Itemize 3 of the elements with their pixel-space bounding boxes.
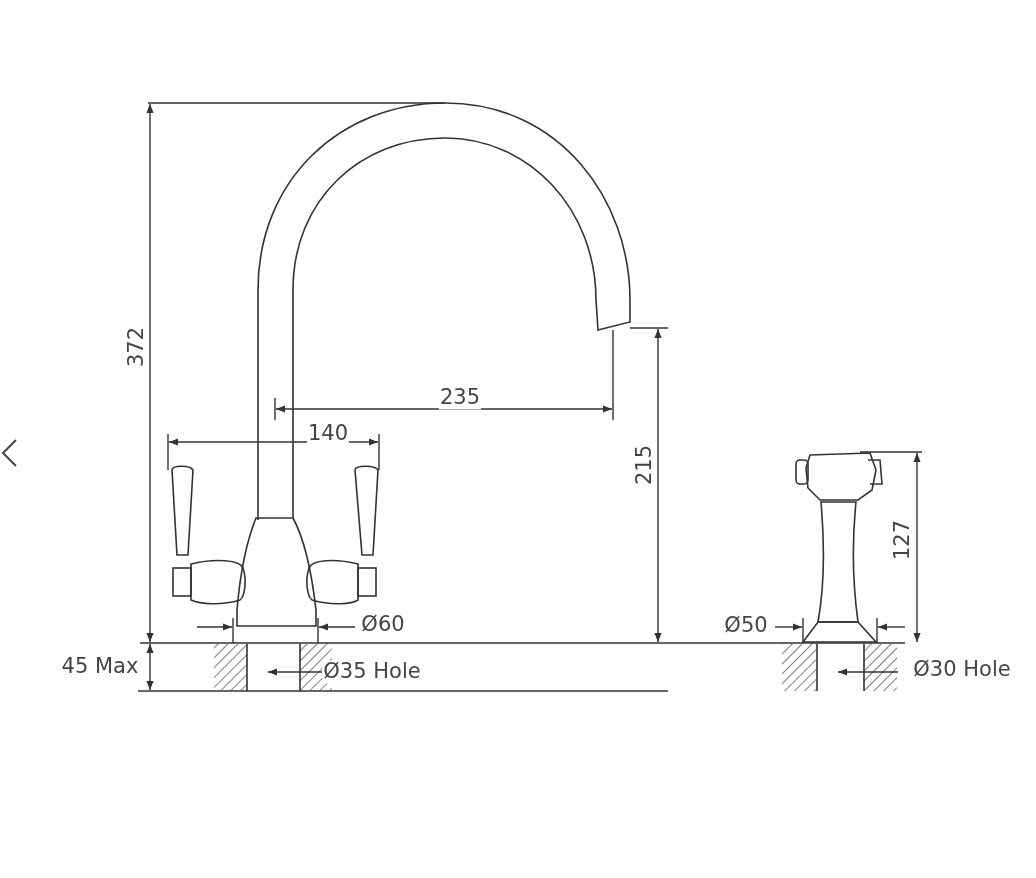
dimension-label: Ø35 Hole: [322, 660, 422, 684]
dimension-label: 140: [306, 422, 350, 446]
dimension-label: 235: [438, 386, 482, 410]
